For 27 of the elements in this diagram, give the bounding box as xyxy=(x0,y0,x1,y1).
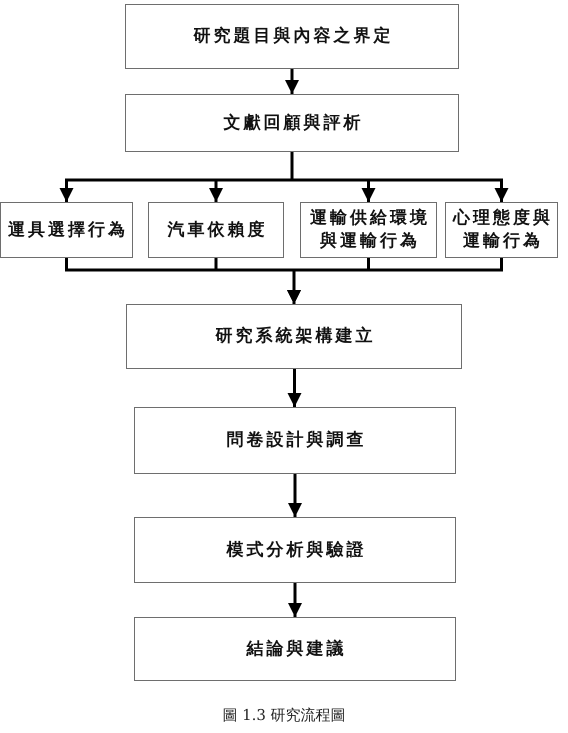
arrow xyxy=(288,583,302,617)
step-label: 心理態度與運輸行為 xyxy=(452,207,554,253)
process-box xyxy=(125,4,459,69)
step-label: 運具選擇行為 xyxy=(7,218,128,242)
step-label: 研究系統架構建立 xyxy=(214,325,376,348)
process-box xyxy=(134,517,456,583)
figure-caption: 圖 1.3 研究流程圖 xyxy=(222,706,346,725)
step-label: 結論與建議 xyxy=(245,638,346,660)
process-box xyxy=(445,202,558,258)
process-box xyxy=(134,617,456,681)
step-label: 文獻回顧與評析 xyxy=(222,112,364,134)
arrow xyxy=(288,474,302,517)
step-label: 模式分析與驗證 xyxy=(225,538,366,562)
process-box xyxy=(126,304,462,369)
process-box xyxy=(300,202,437,258)
step-label: 問卷設計與調查 xyxy=(226,429,366,452)
step-label: 汽車依賴度 xyxy=(166,218,268,242)
process-box xyxy=(0,202,133,258)
process-box xyxy=(148,202,284,258)
arrow xyxy=(290,152,508,202)
process-box xyxy=(134,407,456,474)
arrow xyxy=(285,69,299,94)
process-box xyxy=(125,94,459,152)
step-label: 研究題目與內容之界定 xyxy=(192,25,394,48)
arrow xyxy=(287,258,503,304)
arrow xyxy=(288,369,302,407)
step-label: 運輸供給環境與運輸行為 xyxy=(309,207,431,253)
